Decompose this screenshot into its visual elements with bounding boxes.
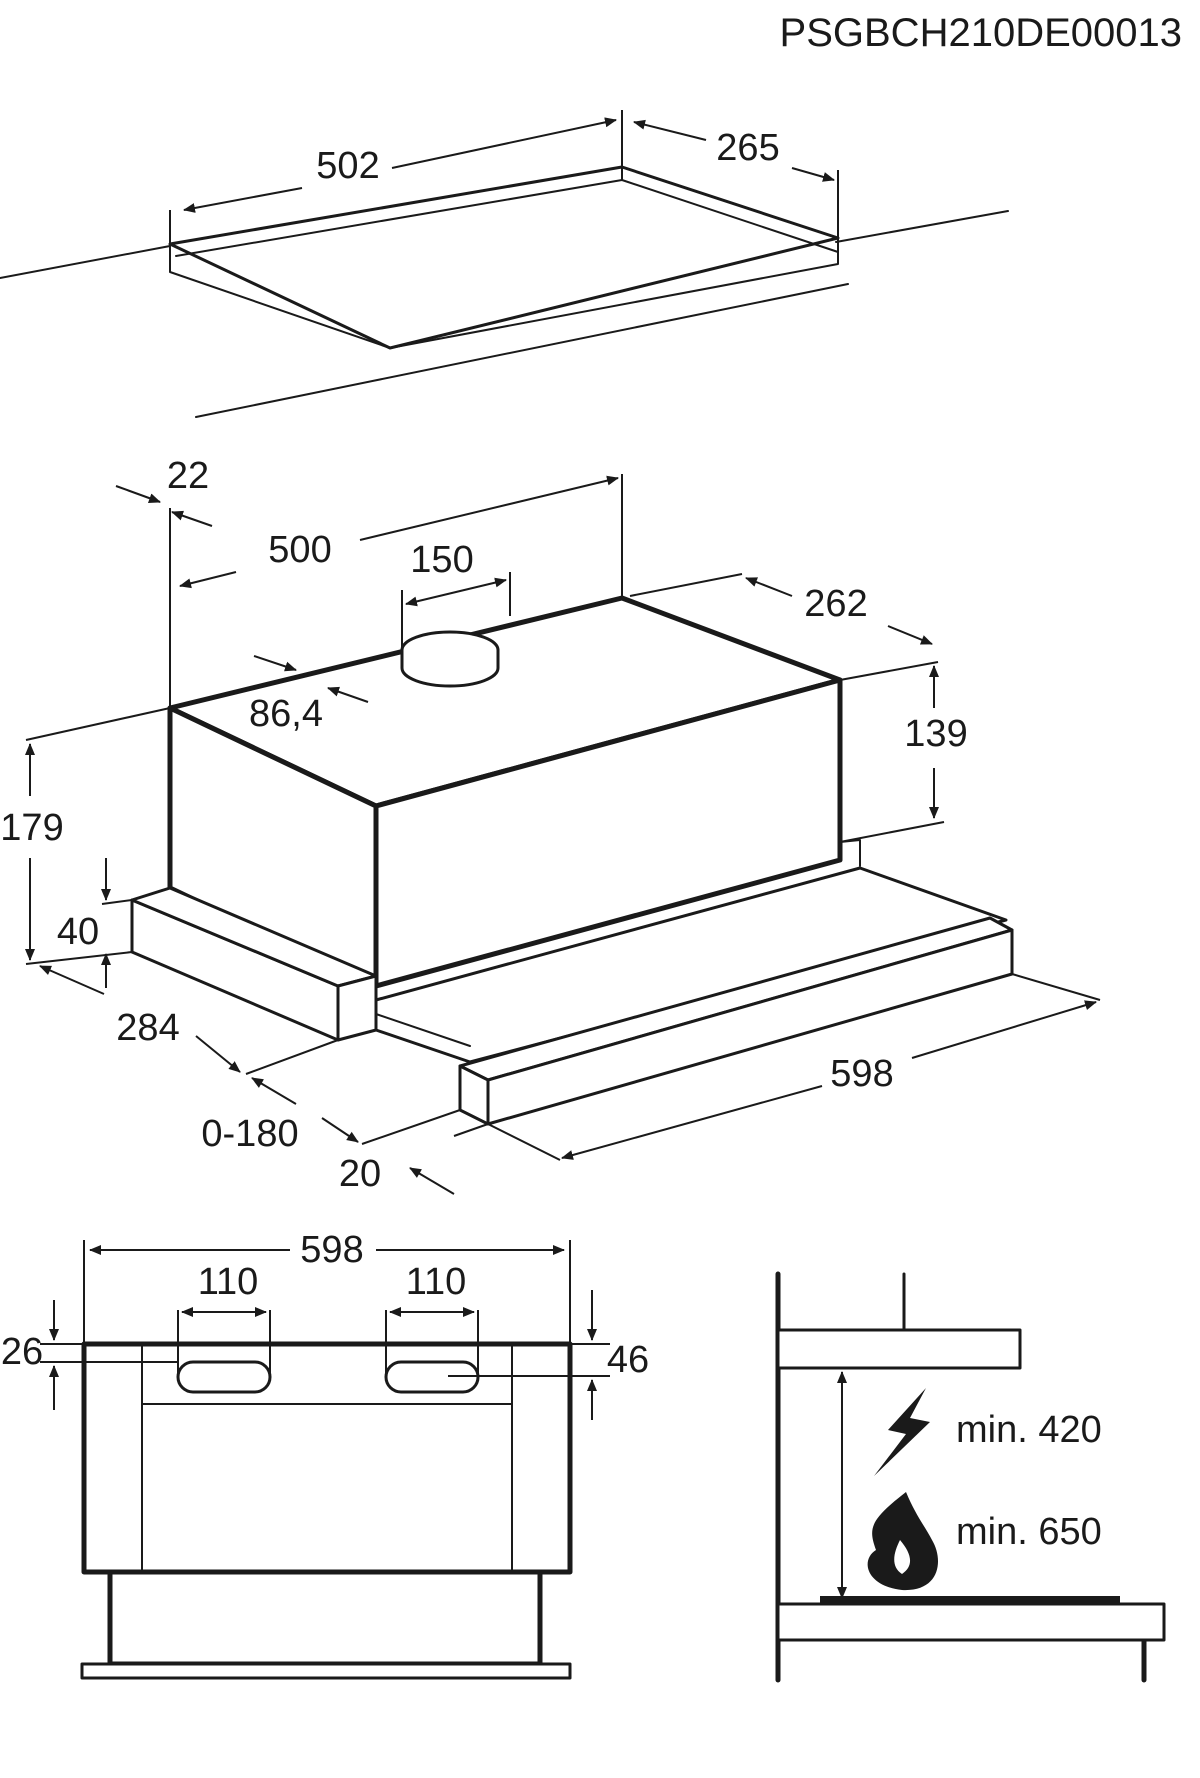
- electric-clearance-label: min. 420: [956, 1409, 1102, 1451]
- offset-22-label: 22: [167, 455, 209, 497]
- extension-label: 0-180: [201, 1113, 298, 1155]
- duct-150-label: 150: [410, 539, 473, 581]
- clearance-view: min. 420 min. 650: [775, 1271, 1166, 1683]
- slot-left-label: 110: [198, 1261, 259, 1303]
- dim-26-label: 26: [1, 1331, 43, 1373]
- side-262-label: 262: [804, 583, 867, 625]
- lightning-icon: [874, 1388, 930, 1476]
- front-view: 598 110 110 26 46: [1, 1229, 649, 1680]
- height-179-label: 179: [0, 807, 63, 849]
- dim-46-label: 46: [607, 1339, 649, 1381]
- visor-20-label: 20: [339, 1153, 381, 1195]
- hood-isometric-view: 22 500 150 86,4 262 139 179: [0, 455, 1101, 1195]
- depth-284-label: 284: [116, 1007, 179, 1049]
- front-width-label: 598: [300, 1229, 363, 1271]
- height-139-label: 139: [904, 713, 967, 755]
- model-code: PSGBCH210DE00013: [780, 11, 1182, 55]
- top-depth-label: 265: [716, 127, 779, 169]
- top-cutout-view: 502 265: [0, 110, 1009, 418]
- width-598-label: 598: [830, 1053, 893, 1095]
- top-width-label: 502: [316, 145, 379, 187]
- slot-right-label: 110: [406, 1261, 467, 1303]
- depth-500-label: 500: [268, 529, 331, 571]
- gas-clearance-label: min. 650: [956, 1511, 1102, 1553]
- duct-offset-label: 86,4: [249, 693, 323, 735]
- flame-icon: [867, 1492, 939, 1591]
- visor-40-label: 40: [57, 911, 99, 953]
